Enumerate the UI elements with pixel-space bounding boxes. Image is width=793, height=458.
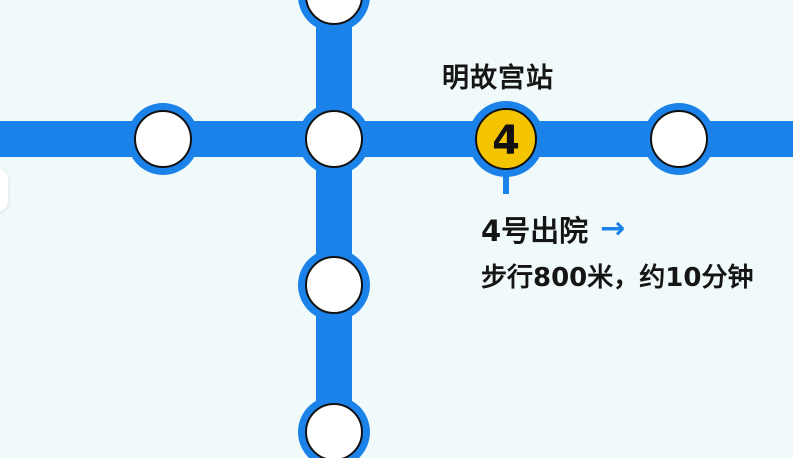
station-left[interactable] (127, 103, 199, 175)
station-top[interactable] (298, 0, 370, 32)
station-interchange[interactable] (298, 103, 370, 175)
station-lower[interactable] (298, 249, 370, 321)
walk-info: 步行800米，约10分钟 (481, 263, 754, 293)
station-name-label: 明故宫站 (442, 63, 554, 94)
station-right[interactable] (643, 103, 715, 175)
arrow-right-icon: → (600, 211, 626, 246)
station-highlight[interactable]: 4 (468, 101, 544, 194)
station-bottom[interactable] (298, 396, 370, 458)
edge-handle[interactable] (0, 168, 8, 212)
exit-label[interactable]: 4号出院 → (481, 208, 625, 250)
vertical-line (316, 0, 352, 458)
exit-connector (503, 168, 509, 194)
exit-label-text: 4号出院 (481, 214, 589, 248)
exit-badge-number: 4 (492, 118, 520, 164)
